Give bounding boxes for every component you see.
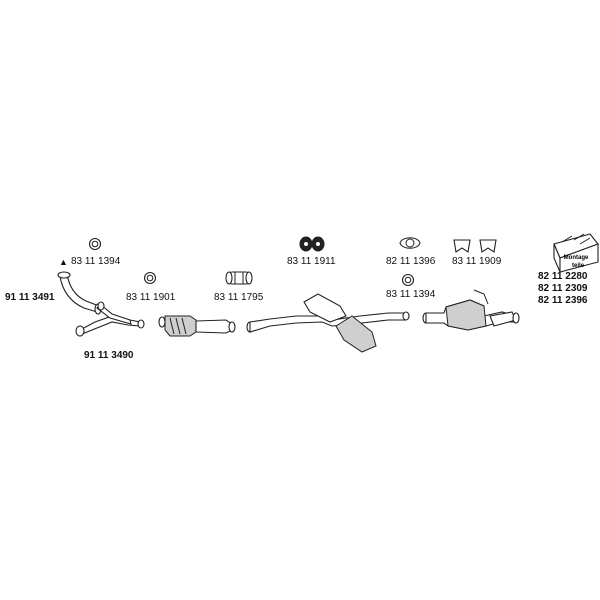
part-label-2: 91 11 3491 (5, 292, 55, 303)
part-label-6: 83 11 1911 (287, 256, 336, 267)
rear-silencer-part (422, 289, 520, 331)
y-pipe-part (75, 301, 145, 337)
catalytic-converter-part (158, 315, 236, 337)
part-label-7: 82 11 1396 (386, 256, 436, 267)
part-label-4: 83 11 1901 (126, 292, 176, 303)
hangers-part (453, 239, 497, 253)
flange-gasket-part (399, 237, 421, 249)
gasket-ring-1-inner (91, 240, 99, 248)
middle-silencer-part (246, 293, 410, 353)
front-pipe-part (57, 271, 102, 315)
part-label-12: 82 11 2396 (538, 295, 588, 306)
gasket-ring-1 (88, 237, 102, 251)
gasket-ring-3-inner (404, 276, 412, 284)
part-label-9: 83 11 1394 (386, 289, 436, 300)
gasket-ring-2 (143, 271, 157, 285)
part-label-11: 82 11 2309 (538, 283, 588, 294)
part-label-1: 83 11 1394 (71, 256, 121, 267)
marker-triangle-icon: ▲ (59, 257, 68, 267)
montage-box-line1: Montage (564, 255, 589, 261)
part-label-8: 83 11 1909 (452, 256, 502, 267)
gasket-ring-3 (401, 273, 415, 287)
pipe-clamp-part (225, 271, 253, 285)
gasket-ring-2-inner (146, 274, 154, 282)
mounting-kit-box-icon (553, 233, 599, 273)
montage-box-line2: teile (572, 263, 585, 269)
rubber-mounts-part (299, 236, 325, 252)
part-label-5: 83 11 1795 (214, 292, 264, 303)
part-label-10: 82 11 2280 (538, 271, 588, 282)
part-label-3: 91 11 3490 (84, 350, 134, 361)
